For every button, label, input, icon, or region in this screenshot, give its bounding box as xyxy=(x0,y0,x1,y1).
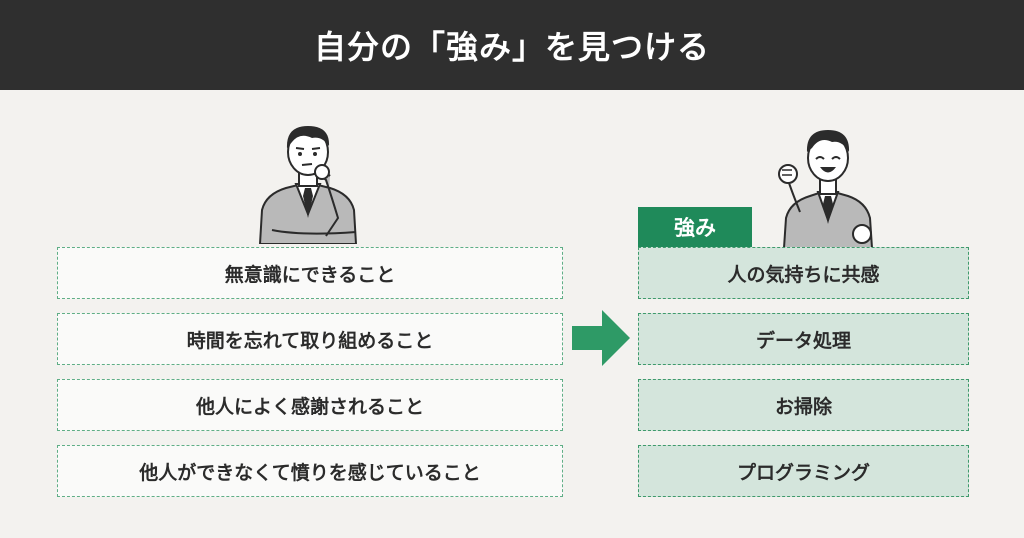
criteria-list: 無意識にできること 時間を忘れて取り組めること 他人によく感謝されること 他人が… xyxy=(57,247,563,511)
strength-item: お掃除 xyxy=(638,379,969,431)
right-arrow-icon xyxy=(572,310,630,366)
criteria-item: 他人によく感謝されること xyxy=(57,379,563,431)
strength-item: プログラミング xyxy=(638,445,969,497)
strength-item: データ処理 xyxy=(638,313,969,365)
criteria-item: 時間を忘れて取り組めること xyxy=(57,313,563,365)
criteria-item: 他人ができなくて憤りを感じていること xyxy=(57,445,563,497)
strength-badge: 強み xyxy=(638,207,752,247)
page-title: 自分の「強み」を見つける xyxy=(313,28,710,66)
strength-list: 人の気持ちに共感 データ処理 お掃除 プログラミング xyxy=(638,247,969,511)
happy-person-illustration xyxy=(778,130,874,248)
header-bar: 自分の「強み」を見つける xyxy=(0,0,1024,90)
criteria-item: 無意識にできること xyxy=(57,247,563,299)
thinking-person-illustration xyxy=(258,126,358,244)
strength-item: 人の気持ちに共感 xyxy=(638,247,969,299)
